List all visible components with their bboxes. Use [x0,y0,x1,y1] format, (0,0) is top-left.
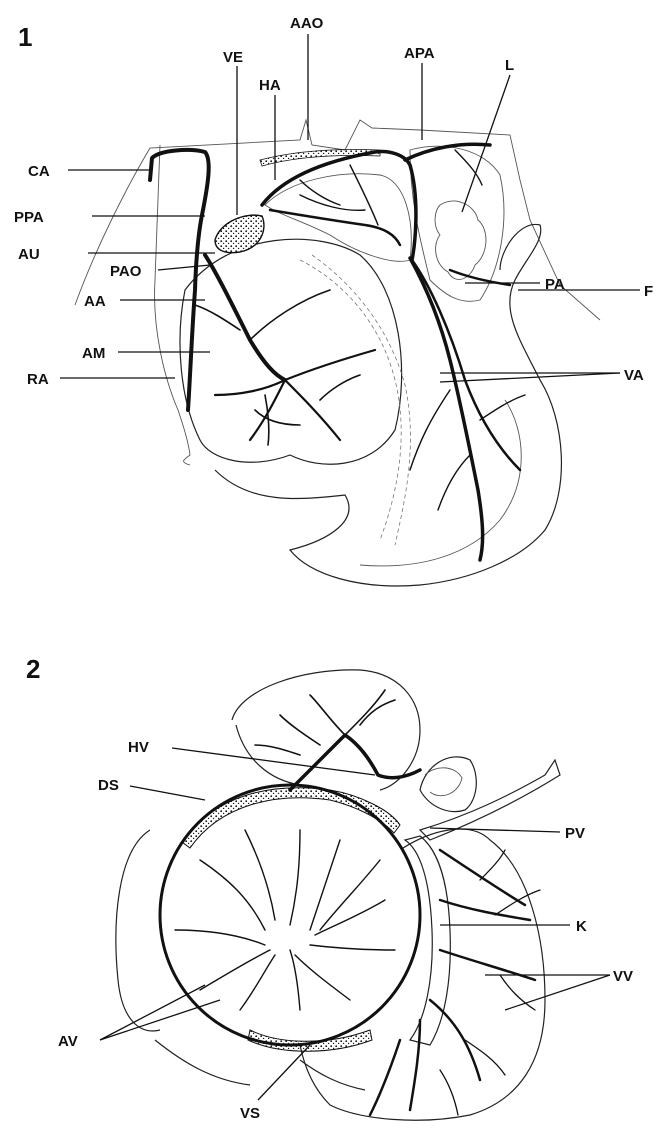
leader-hv [172,748,375,775]
leader-vv-2 [505,975,610,1010]
label-ve: VE [223,49,243,66]
label-ha: HA [259,77,281,94]
vessel-hv-main [290,735,420,790]
label-ra: RA [27,371,49,388]
label-aa: AA [84,293,106,310]
leader-ds [130,786,205,800]
left-membrane-outline [116,830,160,1031]
label-au: AU [18,246,40,263]
label-hv: HV [128,739,149,756]
vessel-hv-branches [255,690,395,755]
label-ppa: PPA [14,209,44,226]
leader-vs [258,1045,310,1100]
leader-av-1 [100,985,205,1040]
ha-stipple-band [260,149,380,166]
label-f: F [644,283,653,300]
nodule-outline [420,757,476,812]
vessel-area-branches [215,350,375,440]
left-body-wall [155,145,190,465]
nodule-inner [425,768,462,796]
label-am: AM [82,345,105,362]
lower-left-curve [155,1040,250,1085]
liver-nodule [435,201,486,279]
vessel-va [410,258,483,560]
figure-1-number: 1 [18,22,32,52]
head-lobe-lower [236,725,300,785]
label-av: AV [58,1033,78,1050]
gut-tube-dashed-2 [312,255,410,545]
label-va: VA [624,367,644,384]
heart-region [265,174,411,262]
vessel-ha-arc [262,152,416,260]
vessel-aa [205,255,285,380]
figure-2: 2 [26,654,633,1122]
ve-stipple-fill [215,215,264,253]
label-apa: APA [404,45,435,62]
figure-1: 1 [14,15,653,586]
figure-1-leaders [60,34,640,382]
label-vv: VV [613,968,633,985]
vessel-apa [405,144,490,160]
label-pa: PA [545,276,565,293]
label-vs: VS [240,1105,260,1122]
leader-av-2 [100,1000,220,1040]
leader-va-2 [440,373,620,382]
label-ca: CA [28,163,50,180]
figure-1-outlines [75,120,600,586]
figure-1-labels: CA PPA AU PAO AA AM RA VE HA AAO APA L F… [14,15,653,388]
figure-2-number: 2 [26,654,40,684]
label-pao: PAO [110,263,142,280]
label-aao: AAO [290,15,324,32]
label-ds: DS [98,777,119,794]
leader-pao [158,265,210,270]
label-k: K [576,918,587,935]
label-l: L [505,57,514,74]
label-pv: PV [565,825,585,842]
vessel-fine-branches [195,290,360,445]
head-lobe-outline [232,670,420,790]
allantois-inner [360,400,521,566]
